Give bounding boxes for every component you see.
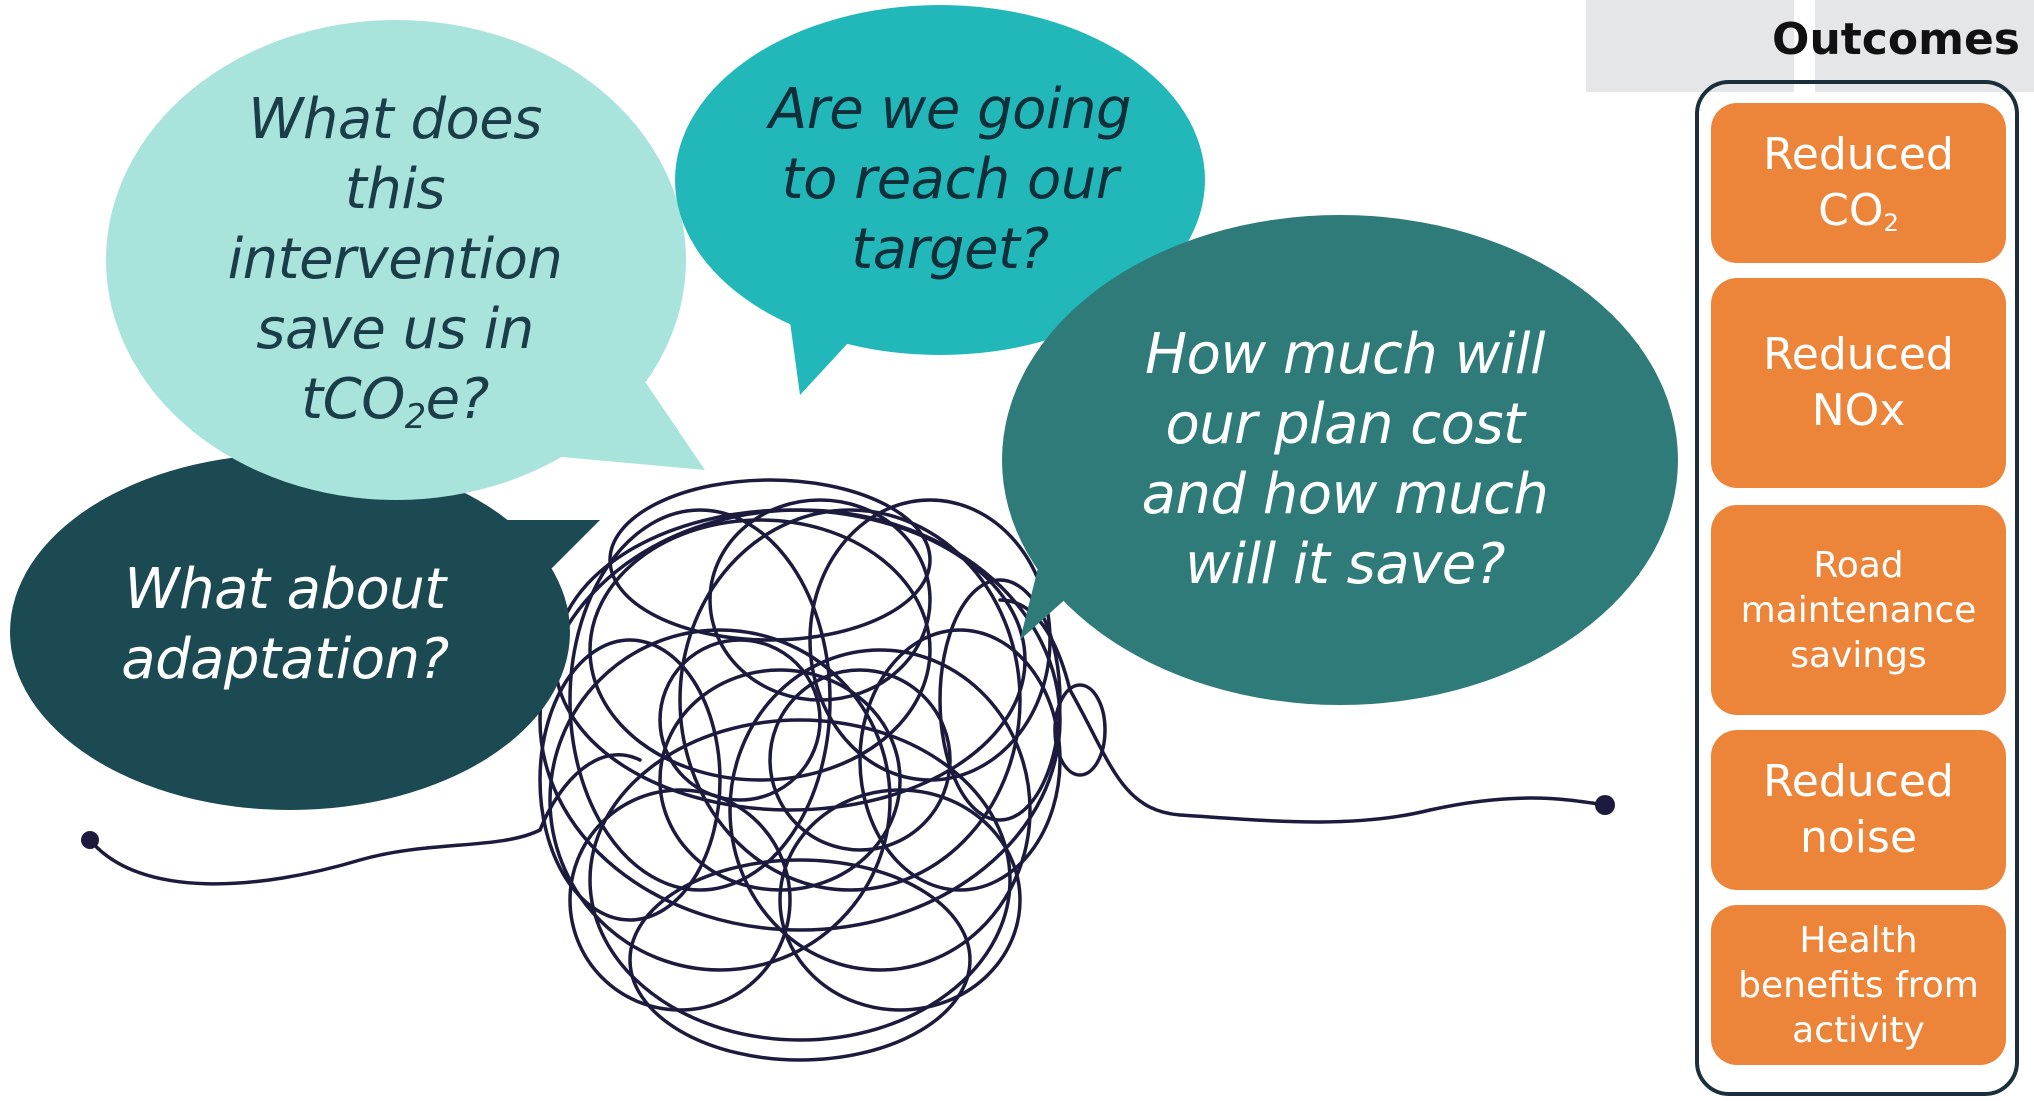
outcome-line: CO2	[1818, 183, 1899, 239]
outcome-reduced-nox: Reduced NOx	[1711, 278, 2006, 488]
question-adaptation: What about adaptation?	[40, 555, 530, 695]
question-line: our plan cost	[1165, 392, 1525, 457]
question-line: How much will	[1144, 322, 1546, 387]
question-line: target?	[851, 217, 1049, 282]
question-line: What about	[124, 557, 446, 622]
tangled-line-illustration	[81, 478, 1615, 1062]
adaptation-bubble	[10, 454, 600, 810]
question-plan-cost: How much will our plan cost and how much…	[1000, 320, 1690, 600]
outcomes-panel	[1695, 80, 2019, 1096]
outcome-line: Reduced	[1763, 129, 1954, 180]
outcome-line: Reduced	[1763, 329, 1954, 380]
question-line: Are we going	[768, 77, 1132, 142]
outcome-line: Road	[1813, 544, 1904, 586]
subscript: 2	[1883, 209, 1899, 238]
question-text-fragment: tCO	[301, 367, 405, 432]
outcome-health-benefits: Health benefits from activity	[1711, 905, 2006, 1065]
outcome-reduced-co2: Reduced CO2	[1711, 103, 2006, 263]
header-tab-decoration	[1586, 0, 1794, 92]
question-reach-target: Are we going to reach our target?	[700, 75, 1200, 285]
question-line: intervention	[227, 227, 563, 292]
question-line: and how much	[1141, 462, 1549, 527]
outcome-text-fragment: CO	[1818, 185, 1884, 236]
question-line: tCO2e?	[160, 365, 630, 435]
outcomes-title: Outcomes	[1772, 14, 2020, 65]
intervention-savings-bubble	[106, 20, 705, 500]
outcome-line: NOx	[1811, 385, 1906, 436]
plan-cost-bubble	[1002, 215, 1678, 705]
question-intervention-savings: What does this intervention save us in t…	[160, 85, 630, 435]
outcome-line: Reduced	[1763, 756, 1954, 807]
question-line: will it save?	[1185, 532, 1505, 597]
outcome-line: savings	[1790, 634, 1927, 676]
question-line: to reach our	[781, 147, 1119, 212]
header-tab-decoration	[1815, 0, 2034, 92]
subscript: 2	[404, 397, 426, 437]
outcome-road-maintenance-savings: Road maintenance savings	[1711, 505, 2006, 715]
outcome-reduced-noise: Reduced noise	[1711, 730, 2006, 890]
outcome-line: benefits from	[1738, 964, 1979, 1006]
question-text-fragment: e?	[425, 367, 490, 432]
question-line: save us in	[256, 297, 534, 362]
outcome-line: Health	[1799, 919, 1918, 961]
outcome-line: activity	[1792, 1009, 1925, 1051]
outcome-line: noise	[1799, 812, 1918, 863]
question-line: What does	[248, 87, 542, 152]
outcome-line: maintenance	[1740, 589, 1977, 631]
question-line: adaptation?	[121, 627, 449, 692]
reach-target-bubble	[675, 5, 1205, 395]
question-line: this	[344, 157, 446, 222]
